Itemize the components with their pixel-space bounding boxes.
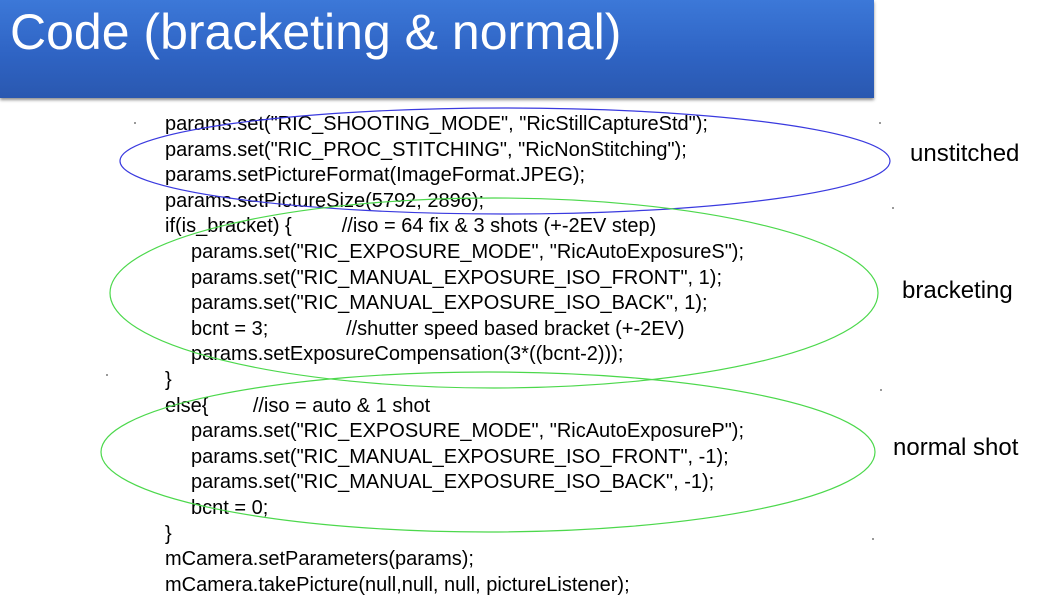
code-line: params.set("RIC_MANUAL_EXPOSURE_ISO_FRON… [191, 266, 722, 289]
code-line: params.set("RIC_SHOOTING_MODE", "RicStil… [165, 113, 708, 135]
code-line: } [165, 522, 172, 545]
code-line: params.setExposureCompensation(3*((bcnt-… [191, 343, 624, 366]
selection-handle [892, 207, 894, 209]
code-line: else{ //iso = auto & 1 shot [165, 394, 431, 417]
code-line: mCamera.setParameters(params); [165, 548, 474, 571]
selection-handle [879, 122, 881, 124]
code-line: } [165, 368, 172, 391]
title-bar: Code (bracketing & normal) [0, 0, 874, 98]
selection-handle [880, 389, 882, 391]
selection-handle [106, 374, 108, 376]
code-line: mCamera.takePicture(null,null, null, pic… [165, 573, 630, 596]
unstitched-label: unstitched [910, 140, 1020, 167]
selection-handle [134, 122, 136, 124]
slide-title: Code (bracketing & normal) [10, 4, 622, 60]
code-line: if(is_bracket) { //iso = 64 fix & 3 shot… [165, 215, 657, 238]
code-line: params.set("RIC_EXPOSURE_MODE", "RicAuto… [191, 240, 745, 263]
code-line: params.set("RIC_PROC_STITCHING", "RicNon… [165, 138, 687, 161]
code-block: params.set("RIC_SHOOTING_MODE", "RicStil… [165, 112, 744, 598]
selection-handle [872, 538, 874, 540]
normal-shot-label: normal shot [893, 434, 1019, 461]
code-line: params.set("RIC_MANUAL_EXPOSURE_ISO_BACK… [191, 471, 715, 494]
code-line: params.set("RIC_MANUAL_EXPOSURE_ISO_FRON… [191, 445, 729, 468]
code-line: params.setPictureSize(5792, 2896); [165, 189, 485, 212]
code-line: bcnt = 3; //shutter speed based bracket … [191, 317, 685, 340]
code-line: params.setPictureFormat(ImageFormat.JPEG… [165, 164, 586, 187]
code-line: bcnt = 0; [191, 496, 269, 519]
code-line: params.set("RIC_EXPOSURE_MODE", "RicAuto… [191, 420, 745, 443]
code-line: params.set("RIC_MANUAL_EXPOSURE_ISO_BACK… [191, 292, 708, 315]
bracketing-label: bracketing [902, 277, 1013, 304]
